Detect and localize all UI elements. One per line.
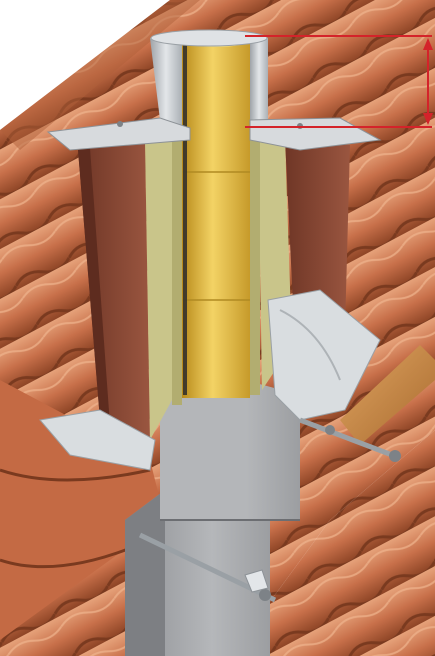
- brick-cladding: [78, 140, 350, 440]
- tie-rod-anchors: [138, 417, 401, 603]
- flue-liner: [182, 33, 250, 398]
- concrete-chimney-block: [125, 380, 300, 656]
- lead-flashing: [39, 289, 381, 471]
- dimension-marker: [245, 35, 433, 128]
